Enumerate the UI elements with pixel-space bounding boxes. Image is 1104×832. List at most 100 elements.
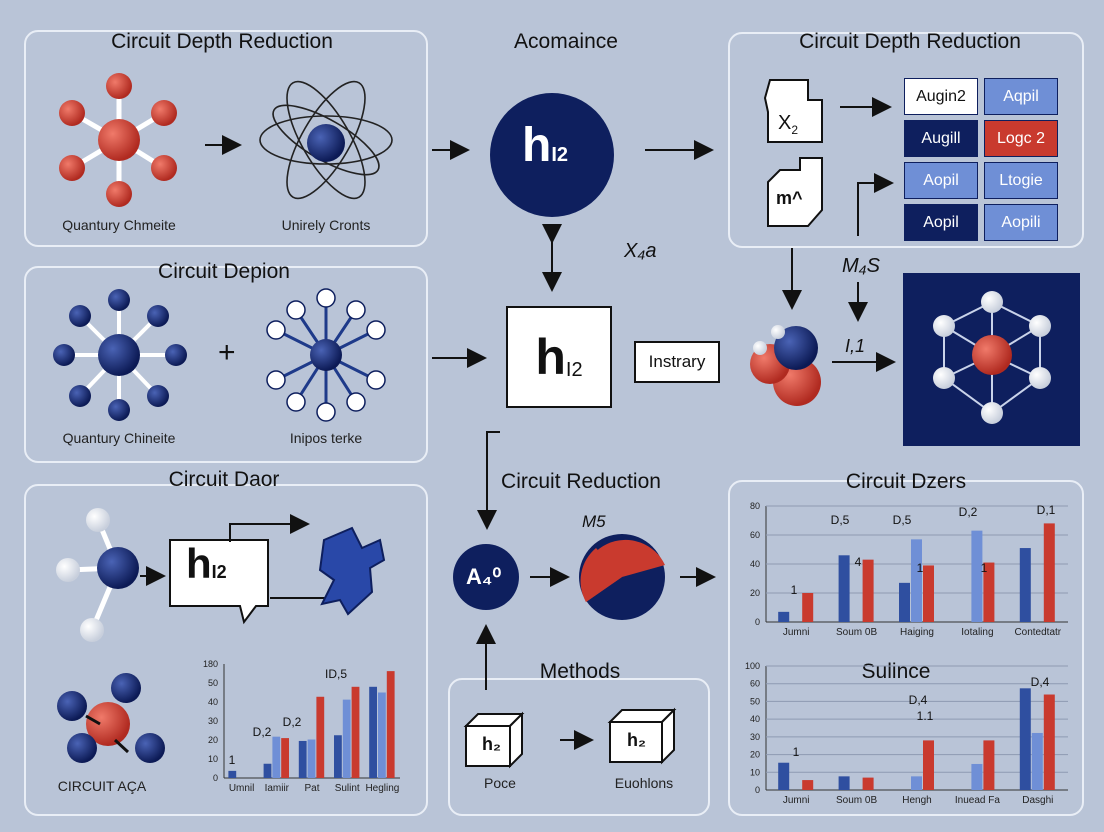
grid-cell[interactable]: Aopil [904, 162, 978, 199]
panel-top-left [24, 30, 428, 247]
bar [802, 593, 814, 622]
data-label: D,5 [893, 513, 912, 527]
data-label: ID,5 [325, 667, 347, 681]
x-tick-label: Umnil [229, 783, 255, 794]
data-label: D,4 [1031, 675, 1050, 689]
y-tick-label: 30 [750, 732, 760, 742]
x-tick-label: Sulint [335, 783, 360, 794]
panel-top-right [728, 32, 1084, 248]
x-tick-label: Soum 0B [836, 627, 877, 638]
x-tick-label: Hengh [902, 795, 931, 806]
y-tick-label: 180 [203, 659, 218, 669]
panel-mid-left [24, 266, 428, 463]
navy-molecule-icon [53, 289, 187, 421]
m-box-icon [767, 157, 823, 227]
grid-cell[interactable]: Aopili [984, 204, 1058, 241]
bar [1031, 732, 1043, 790]
instrary-box[interactable]: Instrary [634, 341, 720, 383]
bar [307, 739, 316, 778]
bar [298, 740, 307, 778]
title-mid-left: Circuit Depion [158, 260, 290, 283]
a0-circle-icon [453, 544, 519, 610]
bar [983, 740, 995, 790]
panel-bottom-right [728, 480, 1084, 816]
title-bottom-center: Circuit Reduction [501, 470, 661, 493]
data-label: 1.1 [917, 709, 934, 723]
caption-euohlons: Euohlons [614, 775, 674, 791]
bar [971, 763, 983, 790]
bar [351, 686, 360, 778]
bonded-atoms-icon [750, 325, 821, 406]
xa-label: X₄a [624, 240, 657, 262]
y-tick-label: 20 [750, 588, 760, 598]
speech-box-icon [169, 539, 269, 625]
y-tick-label: 20 [208, 735, 218, 745]
bar [778, 611, 790, 622]
bar [1043, 694, 1055, 790]
bar [1043, 523, 1055, 622]
y-tick-label: 60 [750, 530, 760, 540]
grid-cell[interactable]: Aopil [904, 204, 978, 241]
data-label: D,2 [959, 505, 978, 519]
grid-cell[interactable]: Augin2 [904, 78, 978, 115]
x-tick-label: Hegling [365, 783, 399, 794]
cluster-molecule-icon [57, 673, 165, 763]
x-tick-label: Iamiir [265, 783, 290, 794]
bar [899, 582, 910, 622]
x2-label: X2 [778, 112, 799, 137]
triad-molecule-icon [56, 508, 139, 642]
title-top-right: Circuit Depth Reduction [799, 30, 1021, 53]
y-tick-label: 0 [213, 773, 218, 783]
y-tick-label: 50 [750, 696, 760, 706]
bar [378, 692, 386, 778]
bar [983, 562, 995, 622]
caption-unirely: Unirely Cronts [281, 217, 371, 233]
x2-box-icon [763, 79, 823, 143]
ms-small-label: M5 [582, 512, 606, 531]
h-symbol-circle: hI2 [522, 119, 569, 172]
title-bottom-left: Circuit Daor [168, 468, 280, 491]
ms-label: M₄S [842, 255, 881, 277]
data-label: 1 [793, 745, 800, 759]
grid-cell[interactable]: Augill [904, 120, 978, 157]
grid-cell[interactable]: Aqpil [984, 78, 1058, 115]
x-tick-label: Jumni [783, 627, 810, 638]
cube-left-icon [463, 711, 525, 769]
grid-cell[interactable]: Logc 2 [984, 120, 1058, 157]
data-label: 1 [917, 561, 924, 575]
y-tick-label: 0 [755, 617, 760, 627]
bar [334, 735, 342, 778]
x-tick-label: Soum 0B [836, 795, 877, 806]
bar [862, 777, 874, 790]
bar [263, 763, 272, 778]
bar [862, 559, 874, 622]
bar [971, 530, 983, 622]
caption-quantury-1: Quantury Chmeite [62, 217, 176, 233]
a0-label: A₄⁰ [466, 564, 502, 589]
caption-circuit-aca: CIRCUIT AÇA [57, 778, 147, 794]
x-tick-label: Dasghi [1022, 795, 1053, 806]
x-tick-label: Contedtatr [1014, 627, 1061, 638]
pie-icon [579, 534, 665, 620]
panel-bottom-left [24, 484, 428, 816]
data-label: D,2 [253, 725, 272, 739]
data-label: D,4 [909, 693, 928, 707]
grid-cell[interactable]: Ltogie [984, 162, 1058, 199]
bar [272, 736, 281, 778]
star-molecule-icon [266, 288, 386, 422]
data-label: 4 [855, 555, 862, 569]
y-tick-label: 40 [750, 559, 760, 569]
i1-label: I,1 [845, 336, 866, 356]
y-tick-label: 30 [208, 716, 218, 726]
hex-molecule-icon [933, 291, 1051, 424]
data-label: 1 [791, 583, 798, 597]
h-circle-icon [490, 93, 614, 217]
data-label: D,2 [283, 715, 302, 729]
x-tick-label: Pat [304, 783, 319, 794]
data-label: 1 [229, 753, 236, 767]
x-tick-label: Jumni [783, 795, 810, 806]
